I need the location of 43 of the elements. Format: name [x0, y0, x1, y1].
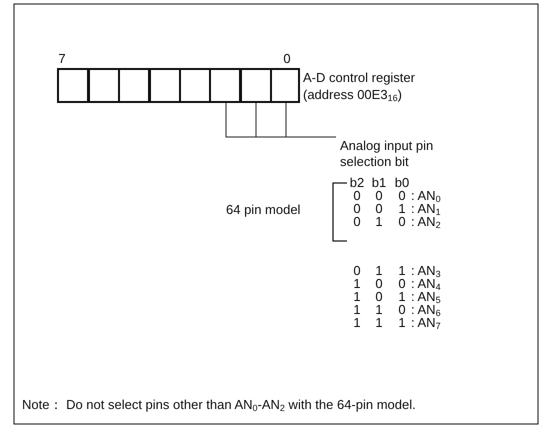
- table-value: 0: [398, 277, 406, 291]
- table-value: 1: [375, 316, 383, 330]
- table-value: 1: [375, 215, 383, 229]
- table-value: 1: [353, 277, 361, 291]
- table-value: 1: [398, 290, 406, 304]
- table-value: 1: [375, 264, 383, 278]
- table-value: 0: [375, 290, 383, 304]
- table-value: 0: [398, 215, 406, 229]
- table-value: 0: [353, 264, 361, 278]
- table-value: 0: [353, 215, 361, 229]
- table-value: 0: [398, 189, 406, 203]
- table-value: 1: [398, 316, 406, 330]
- table-value: 1: [398, 202, 406, 216]
- table-value: 1: [353, 290, 361, 304]
- column-header: b0: [394, 176, 410, 190]
- table-value: 0: [353, 202, 361, 216]
- table-value: : AN$_{6}$: [411, 303, 441, 317]
- table-value: : AN$_{5}$: [411, 290, 441, 304]
- table-value: 0: [398, 303, 406, 317]
- table-value: 1: [353, 316, 361, 330]
- callout-text: Analog input pin selection bit: [340, 138, 434, 170]
- table-value: : AN$_{0}$: [411, 189, 441, 203]
- column-header: b1: [372, 176, 386, 190]
- table-value: 1: [375, 303, 383, 317]
- table-value: 0: [353, 189, 361, 203]
- register-caption: A-D control register (address 00E3$_{16}$): [303, 69, 416, 103]
- table-value: : AN$_{2}$: [411, 215, 441, 229]
- leader-line: [226, 102, 336, 138]
- table-value: 0: [375, 202, 383, 216]
- table-value: 0: [375, 189, 383, 203]
- register-box: [57, 68, 300, 103]
- table-value: : AN$_{7}$: [411, 316, 441, 330]
- table-value: : AN$_{4}$: [411, 277, 441, 291]
- note-text: Note： Do not select pins other than AN$_{0}$-AN$_{2}$ with the 64-pin model.: [22, 398, 416, 412]
- bit-number: 7: [58, 52, 66, 66]
- table-value: 1: [398, 264, 406, 278]
- column-header: b2: [350, 176, 364, 190]
- bit-number: 0: [283, 52, 291, 66]
- table-value: : AN$_{1}$: [411, 202, 441, 216]
- table-value: 0: [375, 277, 383, 291]
- table-value: : AN$_{3}$: [411, 264, 441, 278]
- model-label: 64 pin model: [226, 203, 300, 217]
- table-value: 1: [353, 303, 361, 317]
